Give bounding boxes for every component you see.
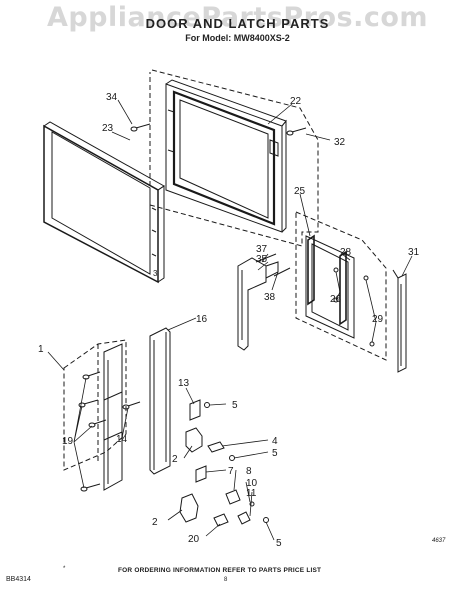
callout-38: 38: [264, 292, 276, 303]
callout-22: 22: [290, 96, 302, 107]
callout-7: 7: [228, 466, 234, 477]
leader-lines: [47, 99, 413, 541]
callout-26: 26: [330, 294, 342, 305]
model-line: For Model: MW8400XS-2: [185, 33, 290, 43]
callout-25: 25: [294, 186, 306, 197]
screw-34: [130, 123, 151, 132]
callout-5a: 5: [232, 400, 238, 411]
callout-4: 4: [272, 436, 278, 447]
callout-5c: 5: [276, 538, 282, 549]
page-title: DOOR AND LATCH PARTS: [145, 16, 330, 31]
door-outer-outline: [63, 339, 127, 471]
callout-1: 1: [38, 344, 44, 355]
screws-19: [78, 371, 141, 492]
interlock-parts: [179, 399, 269, 527]
callout-14: 14: [116, 434, 128, 445]
side-strip-31: [392, 269, 407, 373]
callout-5b: 5: [272, 448, 278, 459]
screw-32: [286, 127, 307, 136]
callout-labels: 34 23 22 32 25 28 31 37 35 38 26 29 16 1…: [38, 92, 420, 549]
callout-13: 13: [178, 378, 190, 389]
callout-28: 28: [340, 247, 352, 258]
watermark: AppliancePartsPros.com: [46, 2, 429, 33]
latch-frame-outline: [295, 211, 387, 361]
callout-29: 29: [372, 314, 384, 325]
callout-35: 35: [256, 254, 268, 265]
callout-8: 8: [246, 466, 252, 477]
callout-16: 16: [196, 314, 208, 325]
door-frame-outline: [149, 69, 319, 247]
door-inner-panel: [103, 343, 123, 491]
callout-10: 10: [246, 478, 258, 489]
callout-2a: 2: [172, 454, 178, 465]
door-glass-panel: [43, 121, 165, 284]
drawing-number: 4637: [432, 538, 446, 544]
page-number: 8: [224, 577, 228, 583]
callout-31: 31: [408, 247, 420, 258]
callout-2b: 2: [152, 517, 158, 528]
callout-23: 23: [102, 123, 114, 134]
callout-20: 20: [188, 534, 200, 545]
callout-19: 19: [62, 436, 74, 447]
ordering-note: FOR ORDERING INFORMATION REFER TO PARTS …: [118, 567, 322, 574]
door-frame: [165, 79, 287, 233]
footnote-star: *: [63, 566, 66, 572]
callout-32: 32: [334, 137, 346, 148]
latch-arm: [237, 253, 291, 351]
callout-3: 3: [153, 269, 158, 278]
channel-16: [149, 327, 171, 475]
callout-34: 34: [106, 92, 118, 103]
callout-11: 11: [246, 488, 257, 499]
callout-37: 37: [256, 244, 268, 255]
latch-plate-assembly: [305, 234, 375, 347]
document-code: BB4314: [6, 576, 31, 583]
